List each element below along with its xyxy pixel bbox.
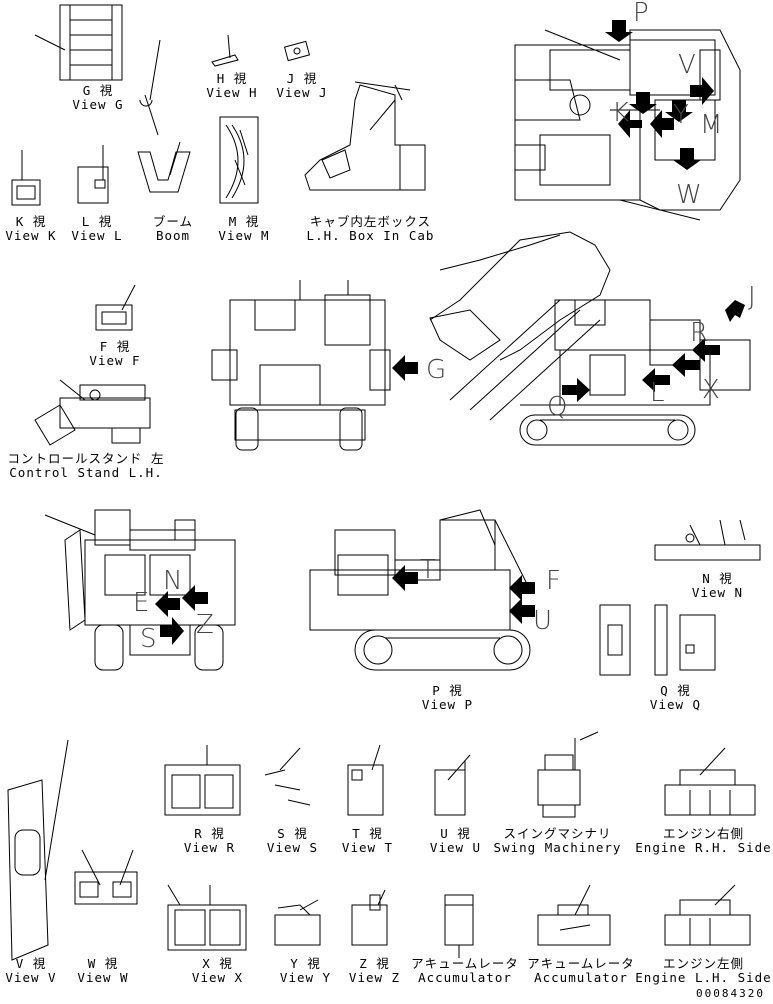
engine-lh-drawing bbox=[664, 884, 751, 946]
arrow-letter-k: K bbox=[612, 98, 630, 128]
rear-view-drawing bbox=[44, 509, 236, 671]
left-side-view-drawing bbox=[309, 509, 531, 671]
top-view-drawing bbox=[514, 29, 741, 221]
control-stand-drawing bbox=[34, 379, 151, 446]
cab-drawing bbox=[304, 81, 426, 191]
arrow-letter-q: Q bbox=[547, 392, 568, 422]
view-h-drawing bbox=[211, 34, 239, 67]
arrow-letter-t: T bbox=[420, 555, 436, 585]
arrow-letter-g: G bbox=[426, 355, 447, 385]
engine-rh-drawing bbox=[664, 747, 756, 816]
arrow-letter-w: W bbox=[676, 180, 702, 210]
view-g-drawing bbox=[34, 4, 123, 81]
swing-machinery-drawing bbox=[537, 731, 599, 818]
arrow-letter-j: J bbox=[748, 282, 756, 312]
view-p-drawing bbox=[599, 604, 668, 676]
view-j-drawing bbox=[283, 40, 311, 62]
part-number: 00084320 bbox=[696, 987, 765, 1000]
view-k-drawing bbox=[11, 150, 41, 206]
arrow-letter-p: P bbox=[633, 0, 649, 28]
view-y-drawing bbox=[274, 899, 321, 946]
view-r-drawing bbox=[164, 745, 241, 816]
arrow-letter-n: N bbox=[163, 566, 183, 596]
arrow-letter-e: E bbox=[133, 588, 150, 618]
view-m-drawing bbox=[219, 116, 259, 204]
view-f-drawing bbox=[95, 284, 136, 331]
arrow-letter-u: U bbox=[533, 606, 553, 636]
view-v-drawing bbox=[7, 739, 69, 961]
arrow-letter-z: Z bbox=[196, 610, 214, 640]
view-n-drawing bbox=[654, 519, 761, 561]
arrow-letter-x: X bbox=[702, 375, 720, 405]
direction-arrows bbox=[155, 20, 745, 645]
arrow-letter-r: R bbox=[690, 318, 709, 348]
view-s-drawing bbox=[264, 747, 311, 806]
arrow-letter-y: Y bbox=[673, 100, 689, 130]
view-w-drawing bbox=[74, 849, 138, 905]
view-u-drawing bbox=[434, 754, 471, 816]
arrow-letter-v: V bbox=[678, 50, 696, 80]
view-l-drawing bbox=[77, 145, 109, 204]
arrow-letter-m: M bbox=[700, 110, 723, 140]
arrow-letter-s: S bbox=[140, 624, 157, 654]
view-q-drawing bbox=[679, 614, 716, 671]
view-x-drawing bbox=[167, 884, 247, 951]
view-z-drawing bbox=[351, 889, 388, 946]
arrow-letter-l: L bbox=[650, 378, 665, 408]
side-view-drawing bbox=[429, 231, 751, 446]
accumulator-2-drawing bbox=[537, 884, 611, 946]
view-t-drawing bbox=[347, 744, 384, 816]
arrow-letter-f: F bbox=[546, 566, 561, 596]
front-view-drawing bbox=[211, 280, 391, 451]
accumulator-1-drawing bbox=[444, 894, 474, 958]
boom-drawing bbox=[137, 141, 191, 193]
